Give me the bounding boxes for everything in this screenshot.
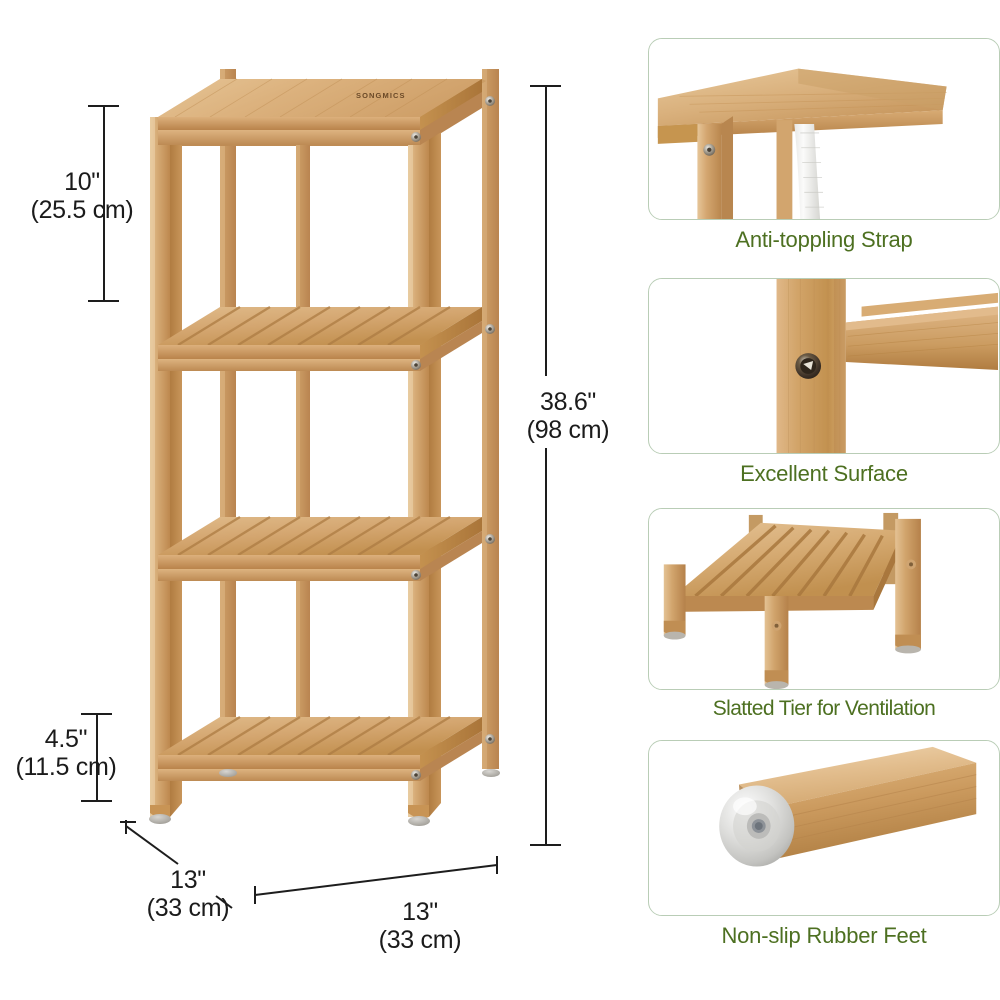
dimension-line-vertical bbox=[103, 106, 105, 302]
product-illustration: SONGMICS bbox=[120, 55, 540, 895]
leg-front-center-right bbox=[408, 105, 441, 819]
feature-image-slatted-tier bbox=[648, 508, 1000, 690]
dimension-tick bbox=[530, 85, 561, 87]
dimension-label-depth: 13" (33 cm) bbox=[118, 866, 258, 922]
dim-metric: (25.5 cm) bbox=[30, 196, 134, 224]
dimension-tick bbox=[88, 300, 119, 302]
feature-caption-rubber-feet: Non-slip Rubber Feet bbox=[721, 923, 927, 948]
leg-back-left bbox=[220, 69, 236, 769]
brand-logo: SONGMICS bbox=[356, 91, 406, 100]
feature-slatted-tier: Slatted Tier for Ventilation bbox=[648, 508, 1000, 721]
rubber-foot bbox=[219, 769, 237, 777]
leg-back-right bbox=[482, 69, 499, 769]
rubber-foot bbox=[149, 814, 171, 824]
dimension-label-total-height: 38.6" (98 cm) bbox=[505, 388, 631, 444]
dimension-label-tier-height: 10" (25.5 cm) bbox=[18, 168, 146, 224]
dimension-line-vertical bbox=[96, 714, 98, 802]
dimension-label-bottom-clearance: 4.5" (11.5 cm) bbox=[6, 725, 126, 781]
dim-metric: (33 cm) bbox=[378, 926, 462, 954]
feature-image-excellent-surface bbox=[648, 278, 1000, 454]
feature-panel-list: Anti-toppling Strap bbox=[648, 0, 1000, 1000]
dimension-tick bbox=[530, 844, 561, 846]
feature-anti-toppling-strap: Anti-toppling Strap bbox=[648, 38, 1000, 253]
dimension-tick bbox=[88, 105, 119, 107]
dim-metric: (33 cm) bbox=[146, 894, 230, 922]
rubber-foot bbox=[408, 816, 430, 826]
feature-caption-excellent-surface: Excellent Surface bbox=[740, 461, 908, 486]
dimension-tick bbox=[81, 800, 112, 802]
dimension-line-vertical bbox=[545, 86, 547, 376]
feature-excellent-surface: Excellent Surface bbox=[648, 278, 1000, 487]
dim-imperial: 10" bbox=[64, 168, 100, 196]
feature-caption-slatted-tier: Slatted Tier for Ventilation bbox=[712, 697, 936, 720]
shelf-tier-4 bbox=[158, 715, 482, 781]
dimension-tick bbox=[81, 713, 112, 715]
feature-image-anti-toppling-strap bbox=[648, 38, 1000, 220]
shelf-tier-2 bbox=[158, 305, 482, 371]
dim-imperial: 13" bbox=[170, 866, 206, 894]
dim-metric: (11.5 cm) bbox=[15, 753, 117, 781]
feature-caption-anti-toppling-strap: Anti-toppling Strap bbox=[735, 227, 913, 252]
dimension-line-vertical bbox=[545, 448, 547, 846]
dim-imperial: 13" bbox=[402, 898, 438, 926]
dimension-line-diagonal bbox=[120, 820, 233, 909]
dim-imperial: 38.6" bbox=[539, 388, 597, 416]
dim-imperial: 4.5" bbox=[44, 725, 88, 753]
feature-image-rubber-feet bbox=[648, 740, 1000, 916]
leg-front-left bbox=[150, 105, 182, 819]
shelf-tier-1-front-overlay bbox=[158, 78, 482, 145]
dimension-label-width: 13" (33 cm) bbox=[350, 898, 490, 954]
feature-rubber-feet: Non-slip Rubber Feet bbox=[648, 740, 1000, 949]
dim-metric: (98 cm) bbox=[526, 416, 610, 444]
shelf-tier-3 bbox=[158, 515, 482, 581]
dimension-line-horizontal bbox=[254, 856, 498, 904]
rubber-foot bbox=[482, 769, 500, 777]
